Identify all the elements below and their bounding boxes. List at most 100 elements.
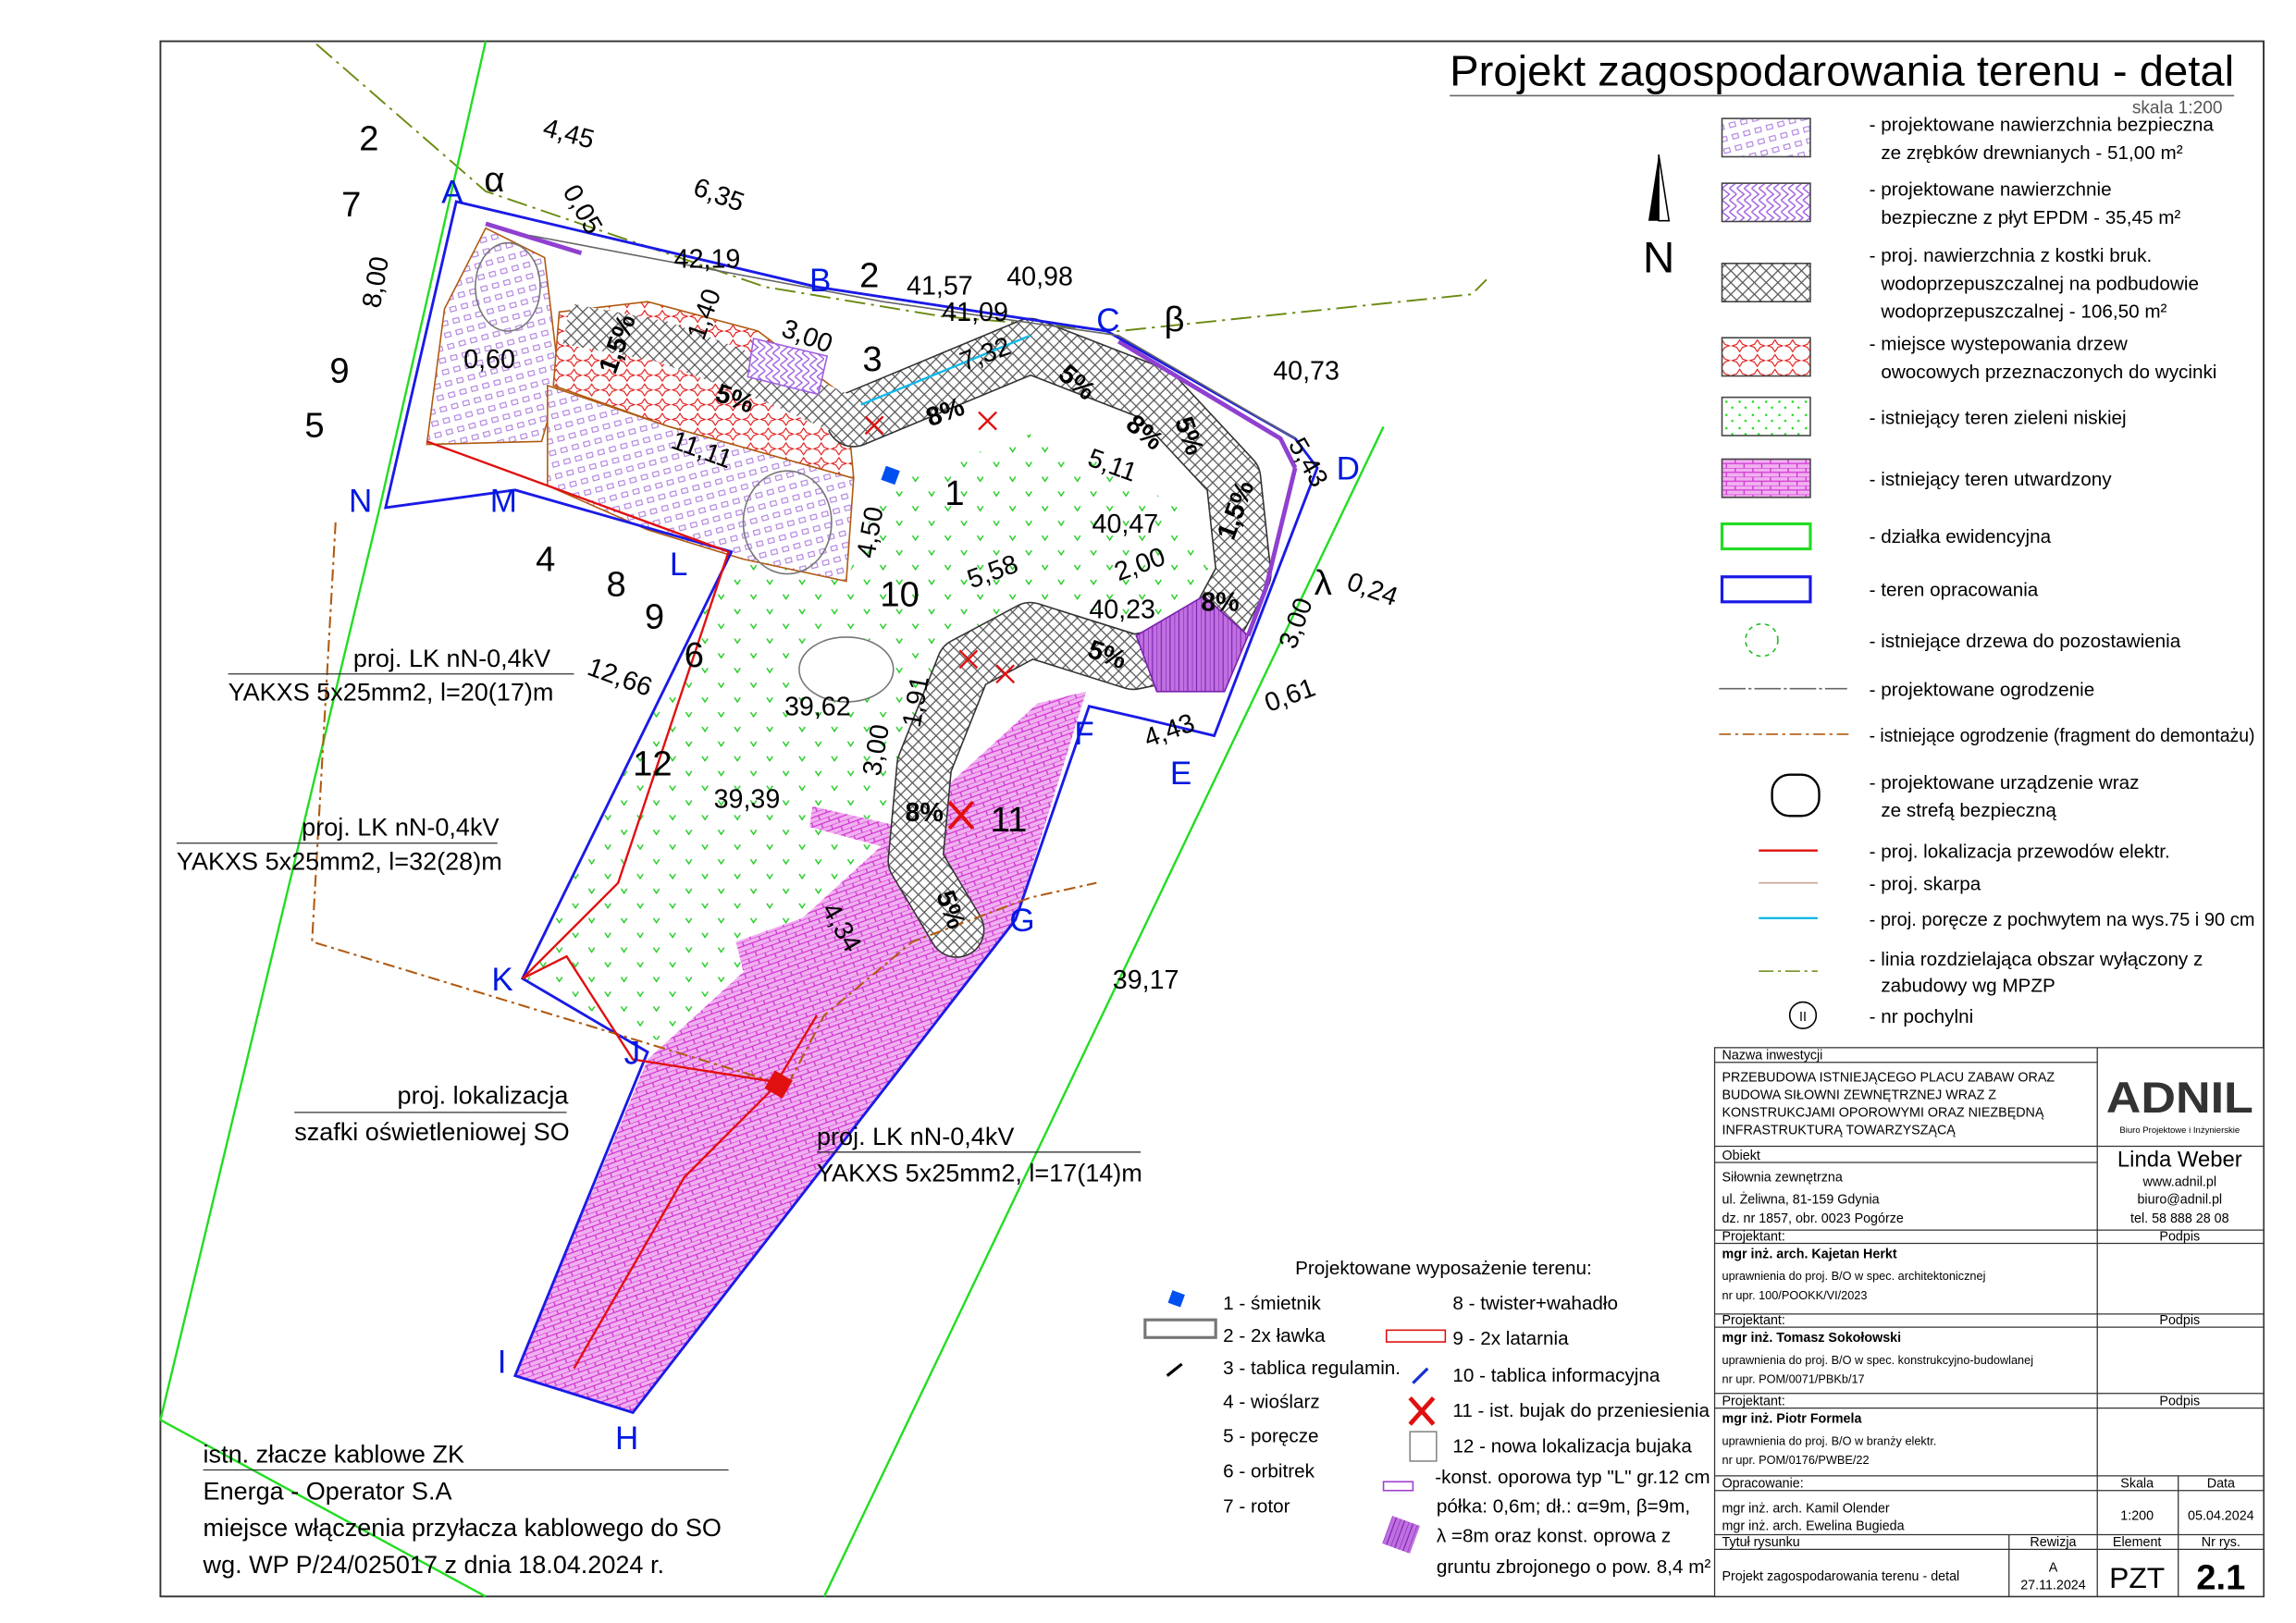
svg-text:mgr inż. arch. Kamil Olender: mgr inż. arch. Kamil Olender [1722,1502,1890,1517]
legend-item: - linia rozdzielająca obszar wyłączony z… [1759,949,2203,996]
retaining-wall-lambda [1245,467,1298,637]
svg-text:nr upr. 100/POOKK/VI/2023: nr upr. 100/POOKK/VI/2023 [1722,1288,1868,1302]
company-logo-subtitle: Biuro Projektowe i Inżynierskie [2119,1125,2240,1136]
item-number: α [484,160,504,200]
retaining-soil-area [1135,595,1250,693]
legend-text: - proj. lokalizacja przewodów elektr. [1870,842,2170,863]
annotation-text: miejsce włączenia przyłacza kablowego do… [204,1514,722,1542]
annotation-text: proj. lokalizacja [398,1081,570,1109]
legend-text: - projektowane ogrodzenie [1870,680,2095,701]
svg-text:Tytuł rysunku: Tytuł rysunku [1722,1535,1800,1550]
item-number: 12 [633,744,672,784]
slope-label: 8% [905,798,943,828]
title-block-footer: Opracowanie: mgr inż. arch. Kamil Olende… [1722,1477,2254,1598]
legend-text: - projektowane urządzenie wraz [1870,772,2140,793]
svg-text:nr upr. POM/0071/PBKb/17: nr upr. POM/0071/PBKb/17 [1722,1372,1865,1386]
existing-fence [311,522,1097,1088]
legend-text: ze strefą bezpieczną [1881,800,2056,821]
svg-text:Element: Element [2113,1535,2161,1550]
retaining-wall-note: λ =8m oraz konst. oprowa z [1437,1525,1671,1546]
rules-board-icon [1166,1362,1183,1377]
point-label: K [491,962,512,998]
item-number: 8 [607,564,626,604]
svg-text:KONSTRUKCJAMI OPOROWYMI ORAZ N: KONSTRUKCJAMI OPOROWYMI ORAZ NIEZBĘDNĄ [1722,1106,2044,1121]
legend-item: - proj. poręcze z pochwytem na wys.75 i … [1759,909,2254,930]
point-label: M [490,484,517,520]
svg-text:Podpis: Podpis [2159,1394,2200,1408]
new-swing-icon [1409,1431,1438,1462]
equipment-item: 7 - rotor [1223,1496,1290,1518]
svg-text:2.1: 2.1 [2196,1557,2245,1597]
retaining-wall-icon [1382,1481,1414,1492]
retaining-wall-note: -konst. oporowa typ "L" gr.12 cm [1435,1467,1710,1488]
bin-icon [1167,1290,1185,1308]
title-block-text: Nazwa inwestycji PRZEBUDOWA ISTNIEJĄCEGO… [1722,1049,2253,1227]
dimension-label: 40,98 [1006,263,1073,292]
legend-item: II- nr pochylni [1788,1001,1973,1029]
equipment-item: 9 - 2x latarnia [1452,1328,1569,1349]
dimension-label: 39,39 [714,785,781,815]
annotation-text: proj. LK nN-0,4kV [817,1123,1014,1150]
paving-swatch [1721,263,1811,303]
legend-text: - projektowane nawierzchnia bezpieczna [1870,115,2215,136]
point-label: A [441,175,463,211]
retaining-wall-alpha [485,221,583,255]
svg-text:Projektant:: Projektant: [1722,1229,1785,1244]
dimension-label: 41,57 [907,271,973,301]
point-label: D [1337,451,1360,487]
svg-text:Siłownia zewnętrzna: Siłownia zewnętrzna [1722,1171,1843,1186]
dimension-label: 4,43 [1140,708,1198,754]
legend-text: - istniejące ogrodzenie (fragment do dem… [1870,725,2255,746]
epdm-swatch [1721,182,1811,223]
legend-item: - projektowane urządzenie wraz ze strefą … [1771,772,2140,821]
svg-text:PRZEBUDOWA ISTNIEJĄCEGO PLACU: PRZEBUDOWA ISTNIEJĄCEGO PLACU ZABAW ORAZ [1722,1070,2055,1085]
svg-text:Podpis: Podpis [2159,1229,2200,1244]
svg-text:Data: Data [2207,1477,2235,1492]
legend-text: - działka ewidencyjna [1870,526,2052,547]
item-number: λ [1315,563,1332,603]
equipment-item: 4 - wioślarz [1223,1392,1320,1413]
retaining-wall-beta [1117,339,1298,470]
retaining-wall-note: półka: 0,6m; dł.: α=9m, β=9m, [1437,1496,1690,1518]
item-number: 2 [859,255,879,295]
equipment-item: 6 - orbitrek [1223,1460,1315,1482]
retaining-wall-note: gruntu zbrojonego o pow. 8,4 m² [1437,1556,1711,1578]
lighting-cabinet [764,1070,793,1099]
legend-item: - proj. lokalizacja przewodów elektr. [1759,842,2170,863]
cable-route [426,440,773,1083]
device-safety-zone [475,241,541,332]
point-label: L [670,547,687,583]
hardened-patch [735,882,910,972]
north-arrow-icon: N [1643,154,1674,282]
point-label: E [1170,756,1191,792]
dimension-label: 12,66 [584,652,656,703]
svg-text:BUDOWA SIŁOWNI ZEWNĘTRZNEJ WRA: BUDOWA SIŁOWNI ZEWNĘTRZNEJ WRAZ Z [1722,1088,1997,1103]
annotation-text: wg. WP P/24/025017 z dnia 18.04.2024 r. [203,1551,664,1579]
annotation-text: proj. LK nN-0,4kV [353,645,550,672]
equipment-item: 10 - tablica informacyjna [1452,1365,1660,1386]
dimension-label: 39,62 [784,692,851,721]
hardened-swatch [1721,458,1811,498]
woodchip-surface [426,227,561,446]
annotation-text: proj. LK nN-0,4kV [302,814,499,842]
legend-item: - istniejące drzewa do pozostawienia [1745,622,2181,658]
legend: - projektowane nawierzchnia bezpieczna ze… [1719,115,2254,1029]
grass-area [522,434,1215,1075]
svg-text:mgr inż. Tomasz Sokołowski: mgr inż. Tomasz Sokołowski [1722,1331,1902,1346]
legend-item: - proj. skarpa [1759,874,1981,895]
dimension-label: 0,60 [463,345,515,375]
svg-text:ul. Żeliwna, 81-159 Gdynia: ul. Żeliwna, 81-159 Gdynia [1722,1191,1880,1208]
legend-text: owocowych przeznaczonych do wycinki [1881,362,2216,383]
annotation-text: YAKXS 5x25mm2, l=20(17)m [228,678,554,706]
item-number: 4 [536,539,555,579]
item-number: 2 [359,118,378,158]
equipment-list: Projektowane wyposażenie terenu: 1 - śmi… [1143,1258,1711,1578]
annotation-text: istn. złacze kablowe ZK [204,1441,464,1469]
legend-item: - istniejący teren utwardzony [1721,458,2112,498]
remove-swing-icon [1408,1396,1436,1426]
svg-text:dz. nr 1857, obr. 0023 Pogórze: dz. nr 1857, obr. 0023 Pogórze [1722,1211,1904,1226]
legend-text: - projektowane nawierzchnie [1870,179,2112,201]
annotation-text: YAKXS 5x25mm2, l=17(14)m [817,1160,1142,1187]
svg-text:www.adnil.pl: www.adnil.pl [2142,1174,2216,1189]
